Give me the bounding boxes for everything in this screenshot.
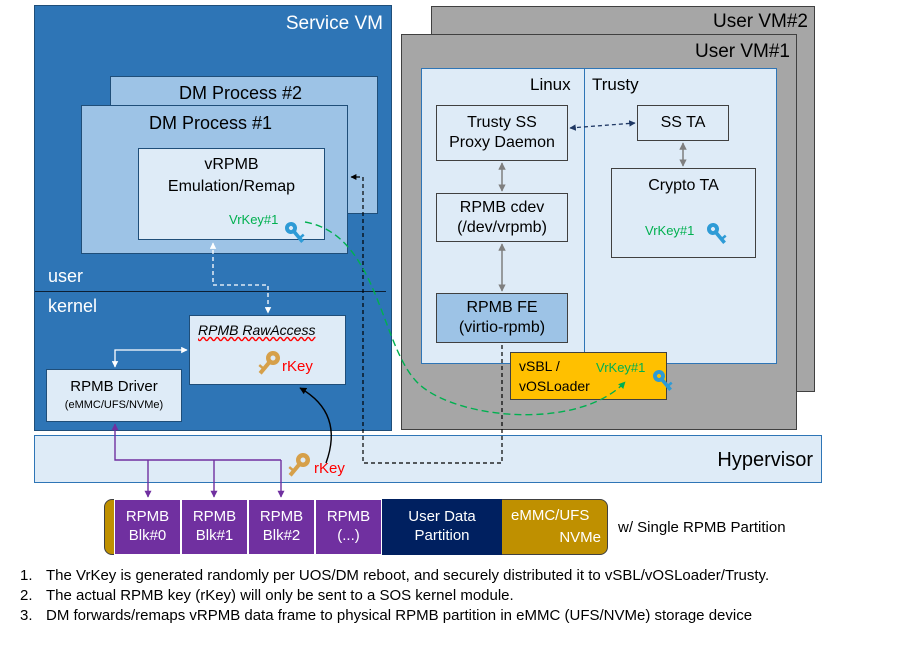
user-vm2-title: User VM#2 (712, 11, 808, 32)
dm-process-1-title: DM Process #1 (149, 113, 273, 133)
rpmb-block: RPMB (...) (315, 499, 382, 555)
hypervisor-label: Hypervisor (717, 449, 813, 471)
rpmb-block: RPMB Blk#0 (114, 499, 181, 555)
rpmb-block: RPMB Blk#1 (181, 499, 248, 555)
linux-label: Linux (530, 75, 571, 94)
rpmb-fe: RPMB FE (virtio-rpmb) (436, 293, 568, 343)
user-space-label: user (48, 266, 84, 286)
rpmb-block-line2: Blk#1 (195, 527, 234, 544)
trusty-ss-proxy-daemon: Trusty SS Proxy Daemon (436, 105, 568, 161)
vrpmb-emulation-remap: vRPMB Emulation/Remap VrKey#1 (138, 148, 325, 240)
cdev-line2: (/dev/vrpmb) (457, 218, 547, 236)
user-vm1-title: User VM#1 (694, 41, 790, 62)
rpmb-block-line1: RPMB (326, 508, 371, 526)
vrpmb-vrkey-label: VrKey#1 (229, 212, 279, 227)
rpmb-block-line2: (...) (337, 527, 360, 544)
user-kernel-divider (35, 291, 386, 292)
vsbl-line1: vSBL / (519, 358, 560, 374)
user-data-partition: User Data Partition (382, 499, 502, 555)
vrpmb-line1: vRPMB (204, 156, 259, 173)
rpmb-rawaccess: RPMB RawAccess rKey (189, 315, 346, 385)
service-vm-title: Service VM (285, 13, 383, 34)
rawaccess-label: RPMB RawAccess (198, 322, 316, 338)
driver-line1: RPMB Driver (70, 378, 158, 396)
footnote-item: 1. The VrKey is generated randomly per U… (20, 566, 769, 586)
footnote-item: 3. DM forwards/remaps vRPMB data frame t… (20, 606, 769, 626)
user-data-line1: User Data (408, 508, 476, 526)
emmc-line1: eMMC/UFS (511, 507, 590, 524)
footnotes-list: 1. The VrKey is generated randomly per U… (20, 566, 769, 626)
rpmb-block-line1: RPMB (192, 508, 237, 526)
hypervisor-rkey-label: rKey (314, 460, 345, 477)
footnote-item: 2. The actual RPMB key (rKey) will only … (20, 586, 769, 606)
rawaccess-rkey-label: rKey (282, 358, 313, 375)
crypto-ta-label: Crypto TA (648, 177, 719, 194)
vsbl-vrkey-label: VrKey#1 (596, 360, 646, 375)
driver-line2: (eMMC/UFS/NVMe) (64, 399, 164, 411)
footnote-text: The actual RPMB key (rKey) will only be … (46, 587, 514, 604)
dm-process-2-title: DM Process #2 (179, 83, 303, 103)
rpmb-block-line2: Blk#2 (262, 527, 301, 544)
fe-line2: (virtio-rpmb) (458, 319, 546, 336)
rpmb-driver: RPMB Driver (eMMC/UFS/NVMe) (46, 369, 182, 422)
footnote-number: 2. (20, 587, 33, 604)
footnote-text: DM forwards/remaps vRPMB data frame to p… (46, 607, 753, 624)
rpmb-cdev: RPMB cdev (/dev/vrpmb) (436, 193, 568, 242)
footnote-number: 1. (20, 567, 33, 584)
emmc-line2: NVMe (559, 529, 601, 546)
vrpmb-line2: Emulation/Remap (167, 178, 296, 195)
ss-ta: SS TA (637, 105, 729, 141)
crypto-vrkey-label: VrKey#1 (645, 223, 695, 238)
crypto-ta: Crypto TA VrKey#1 (611, 168, 756, 258)
footnote-text: The VrKey is generated randomly per UOS/… (46, 567, 770, 584)
ss-ta-label: SS TA (660, 114, 706, 131)
kernel-space-label: kernel (48, 296, 98, 316)
vsbl-line2: vOSLoader (519, 378, 590, 394)
cdev-line1: RPMB cdev (459, 198, 545, 216)
hypervisor-bar: Hypervisor (34, 435, 822, 483)
rpmb-block-line1: RPMB (125, 508, 170, 526)
rpmb-block: RPMB Blk#2 (248, 499, 315, 555)
vsbl-vosloader: vSBL / vOSLoader VrKey#1 (510, 352, 667, 400)
trusty-label: Trusty (592, 75, 639, 94)
footnote-number: 3. (20, 607, 33, 624)
rpmb-block-line1: RPMB (259, 508, 304, 526)
linux-trusty-divider (584, 68, 585, 364)
trusty-ss-line1: Trusty SS (467, 114, 537, 131)
user-data-line2: Partition (414, 527, 470, 544)
rpmb-block-line2: Blk#0 (128, 527, 167, 544)
fe-line1: RPMB FE (466, 299, 538, 316)
trusty-ss-line2: Proxy Daemon (449, 134, 555, 151)
storage-caption: w/ Single RPMB Partition (618, 519, 786, 536)
